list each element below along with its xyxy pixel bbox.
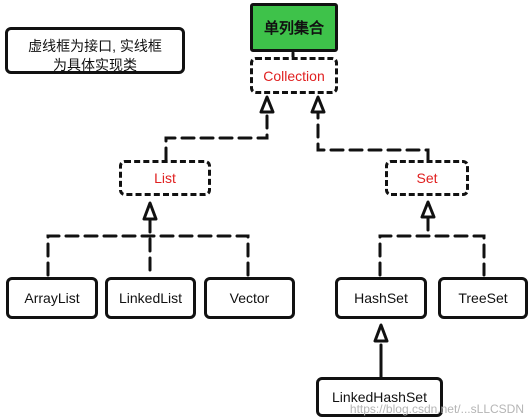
list-children-bus <box>46 234 250 277</box>
set-children-arrowhead-icon <box>420 200 436 219</box>
title-box: 单列集合 <box>250 3 338 52</box>
list-label: List <box>154 170 176 186</box>
set-interface-box: Set <box>385 160 469 196</box>
collection-interface-box: Collection <box>250 57 338 94</box>
arraylist-class-box: ArrayList <box>6 277 98 319</box>
list-to-collection-line <box>164 110 269 162</box>
set-children-bus <box>378 234 486 277</box>
legend-note-line1: 虚线框为接口, 实线框 <box>28 38 162 54</box>
treeset-class-box: TreeSet <box>438 277 528 319</box>
linkedhashset-class-box: LinkedHashSet <box>316 377 443 417</box>
collection-label: Collection <box>263 67 325 84</box>
legend-note: 虚线框为接口, 实线框 为具体实现类 <box>5 27 185 74</box>
set-arrowhead-icon <box>310 95 326 114</box>
hashset-arrowhead-icon <box>373 323 389 343</box>
hashset-class-box: HashSet <box>335 277 427 319</box>
list-arrowhead-icon <box>259 95 275 114</box>
set-to-collection-line <box>316 110 430 162</box>
legend-note-line2: 为具体实现类 <box>53 57 137 73</box>
list-children-arrowhead-icon <box>142 201 158 221</box>
watermark: https://blog.csdn.net/...sLLCSDN <box>349 402 524 416</box>
vector-class-box: Vector <box>204 277 295 319</box>
set-label: Set <box>416 170 438 186</box>
linkedlist-class-box: LinkedList <box>105 277 196 319</box>
list-interface-box: List <box>119 160 211 196</box>
